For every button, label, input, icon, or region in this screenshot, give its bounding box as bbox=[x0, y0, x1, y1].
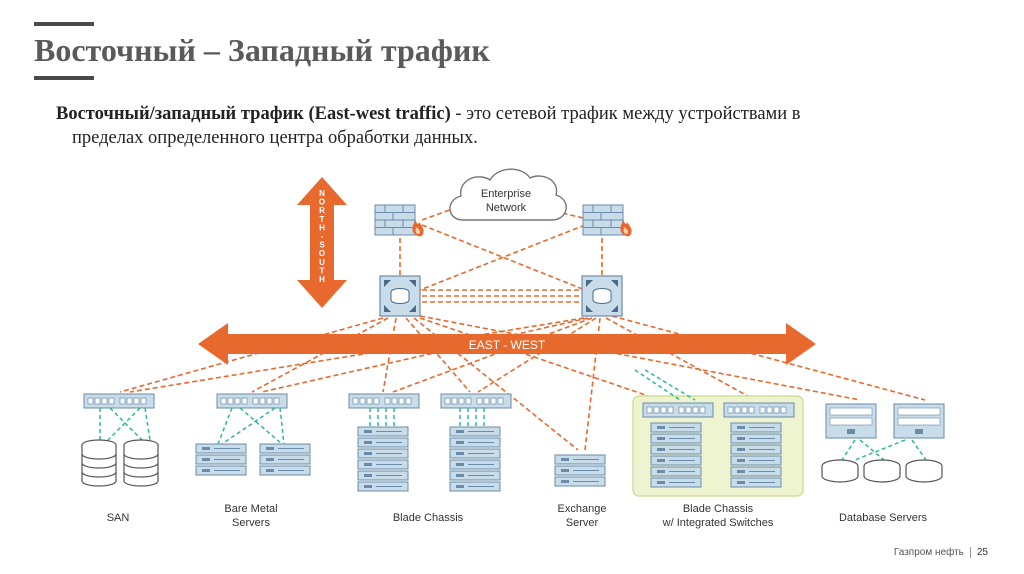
desc-line2: пределах определенного центра обработки … bbox=[72, 128, 478, 148]
ns-letter: O bbox=[319, 198, 325, 207]
access-links bbox=[99, 369, 927, 461]
footer-separator bbox=[969, 547, 971, 558]
label-database-servers: Database Servers bbox=[839, 512, 928, 524]
slide-description: Восточный/западный трафик (East-west tra… bbox=[56, 102, 992, 150]
title-bar-top bbox=[34, 22, 94, 26]
label-blade-chassis: Blade Chassis bbox=[393, 512, 464, 524]
label-bare-metal-1: Bare Metal bbox=[224, 503, 277, 515]
ns-letter: T bbox=[320, 215, 325, 224]
east-west-label: EAST - WEST bbox=[469, 338, 546, 352]
desc-rest: - это сетевой трафик между устройствами … bbox=[455, 104, 801, 124]
san-storage bbox=[81, 439, 159, 487]
label-exchange-2: Server bbox=[566, 517, 599, 529]
page-number: 25 bbox=[976, 547, 988, 559]
footer: Газпром нефть 25 bbox=[894, 547, 988, 558]
ns-letter: - bbox=[321, 232, 324, 241]
label-exchange-1: Exchange bbox=[558, 503, 607, 515]
label-bare-metal-2: Servers bbox=[232, 517, 270, 529]
label-integrated-2: w/ Integrated Switches bbox=[662, 517, 774, 529]
ns-letter: T bbox=[320, 266, 325, 275]
cloud-label-2: Network bbox=[486, 202, 527, 214]
exchange-server bbox=[554, 454, 606, 487]
ns-letter: H bbox=[319, 223, 325, 232]
core-switch-left bbox=[379, 275, 421, 317]
footer-company: Газпром нефть bbox=[893, 547, 964, 559]
switch-san bbox=[83, 393, 155, 409]
north-south-links bbox=[119, 207, 926, 451]
ns-letter: O bbox=[319, 249, 325, 258]
ns-letter: R bbox=[319, 206, 325, 215]
title-bar-bottom bbox=[34, 76, 94, 80]
switch-blade-1 bbox=[348, 393, 420, 409]
label-san: SAN bbox=[107, 512, 130, 524]
integrated-switch-2 bbox=[723, 402, 795, 418]
ns-letter: U bbox=[319, 258, 325, 267]
east-west-arrow: EAST - WEST bbox=[198, 323, 816, 365]
label-integrated-1: Blade Chassis bbox=[683, 503, 754, 515]
blade-chassis-1 bbox=[357, 426, 409, 492]
bare-metal-servers bbox=[195, 443, 311, 476]
switch-bare-metal bbox=[216, 393, 288, 409]
integrated-switch-1 bbox=[642, 402, 714, 418]
ns-letter: S bbox=[319, 241, 325, 250]
database-servers bbox=[821, 403, 945, 483]
switch-blade-2 bbox=[440, 393, 512, 409]
enterprise-network-cloud: Enterprise Network bbox=[449, 168, 567, 221]
slide-title: Восточный – Западный трафик bbox=[34, 32, 490, 68]
blade-chassis-2 bbox=[449, 426, 501, 492]
core-switch-right bbox=[581, 275, 623, 317]
ns-letter: H bbox=[319, 275, 325, 284]
cloud-label-1: Enterprise bbox=[481, 188, 531, 200]
firewall-right bbox=[582, 204, 632, 237]
firewall-left bbox=[374, 204, 424, 237]
desc-term: Восточный/западный трафик (East-west tra… bbox=[56, 104, 451, 124]
ns-letter: N bbox=[319, 189, 325, 198]
